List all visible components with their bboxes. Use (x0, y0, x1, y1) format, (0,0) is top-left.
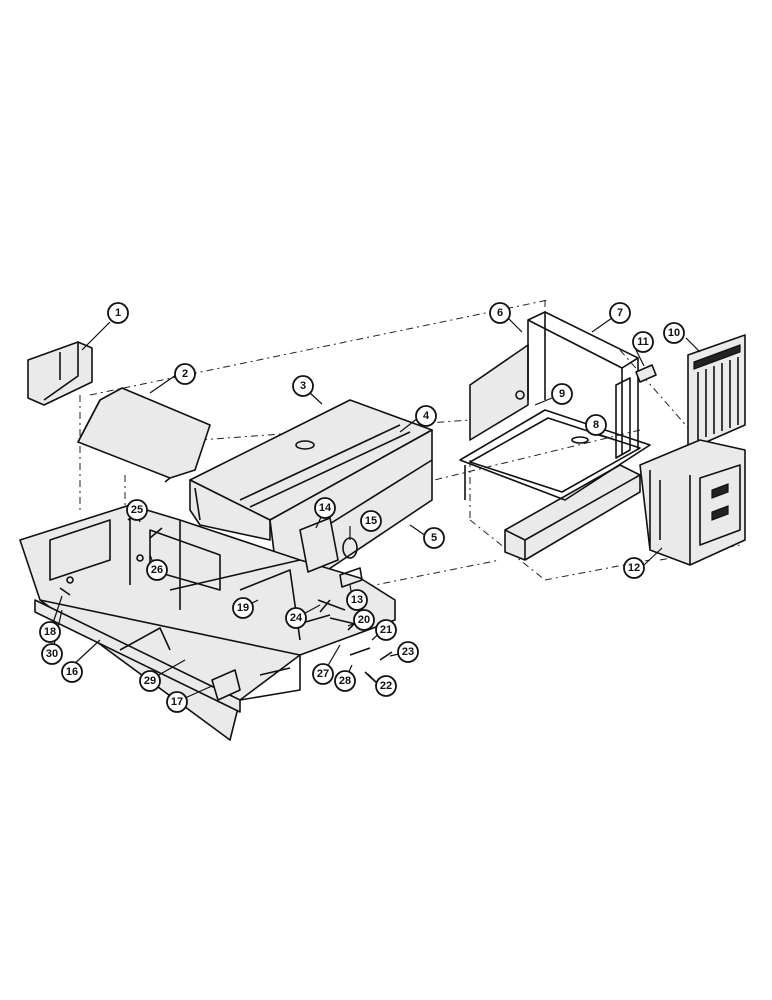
callout-number: 10 (668, 327, 680, 339)
part-3-housing (189, 399, 433, 541)
callout-29: 29 (139, 670, 161, 692)
callout-18: 18 (39, 621, 61, 643)
callout-number: 19 (237, 602, 249, 614)
part-17-fitting (211, 669, 241, 701)
callout-9: 9 (551, 383, 573, 405)
callout-23: 23 (397, 641, 419, 663)
callout-3: 3 (292, 375, 314, 397)
callout-11: 11 (632, 331, 654, 353)
part-12-shroud (639, 439, 746, 566)
callout-16: 16 (61, 661, 83, 683)
callout-number: 18 (44, 626, 56, 638)
callout-30: 30 (41, 643, 63, 665)
callout-28: 28 (334, 670, 356, 692)
callout-number: 20 (358, 614, 370, 626)
callout-number: 25 (131, 504, 143, 516)
callout-number: 6 (497, 307, 503, 319)
callout-number: 22 (380, 680, 392, 692)
callout-number: 27 (317, 668, 329, 680)
part-9-base-frame (459, 409, 651, 501)
callout-26: 26 (146, 559, 168, 581)
callout-10: 10 (663, 322, 685, 344)
callout-2: 2 (174, 363, 196, 385)
callout-number: 30 (46, 648, 58, 660)
callout-13: 13 (346, 589, 368, 611)
part-1-rear-bracket (27, 341, 93, 406)
callout-1: 1 (107, 302, 129, 324)
callout-6: 6 (489, 302, 511, 324)
callout-number: 23 (402, 646, 414, 658)
part-11-latch (635, 364, 657, 383)
part-6-side-plate (469, 344, 529, 441)
callout-number: 13 (351, 594, 363, 606)
callout-22: 22 (375, 675, 397, 697)
callout-number: 7 (617, 307, 623, 319)
callout-21: 21 (375, 619, 397, 641)
part-16-lower-rail (34, 599, 241, 713)
callout-number: 21 (380, 624, 392, 636)
part-7-rear-frame (527, 311, 639, 455)
callout-8: 8 (585, 414, 607, 436)
part-13-clip (339, 567, 363, 588)
callout-19: 19 (232, 597, 254, 619)
callout-15: 15 (360, 510, 382, 532)
callout-number: 2 (182, 368, 188, 380)
callout-number: 11 (637, 336, 649, 348)
callout-24: 24 (285, 607, 307, 629)
part-8-upright (615, 377, 631, 459)
callout-17: 17 (166, 691, 188, 713)
callout-number: 12 (628, 562, 640, 574)
callout-14: 14 (314, 497, 336, 519)
callout-number: 26 (151, 564, 163, 576)
callout-7: 7 (609, 302, 631, 324)
callout-number: 28 (339, 675, 351, 687)
callout-4: 4 (415, 405, 437, 427)
callout-number: 17 (171, 696, 183, 708)
callout-number: 5 (431, 532, 437, 544)
callout-5: 5 (423, 527, 445, 549)
callout-20: 20 (353, 609, 375, 631)
callout-25: 25 (126, 499, 148, 521)
callout-number: 4 (423, 410, 430, 422)
callout-number: 1 (115, 307, 121, 319)
callout-number: 9 (559, 388, 565, 400)
callout-number: 8 (593, 419, 599, 431)
callout-number: 29 (144, 675, 156, 687)
part-14-bracket (299, 517, 339, 573)
callout-number: 24 (290, 612, 303, 624)
callout-12: 12 (623, 557, 645, 579)
callout-27: 27 (312, 663, 334, 685)
callout-number: 16 (66, 666, 78, 678)
part-10-radiator-grille (687, 334, 746, 451)
callout-number: 3 (300, 380, 306, 392)
part-2-cover-panel (77, 387, 211, 483)
callout-number: 14 (319, 502, 332, 514)
callout-number: 15 (365, 515, 377, 527)
